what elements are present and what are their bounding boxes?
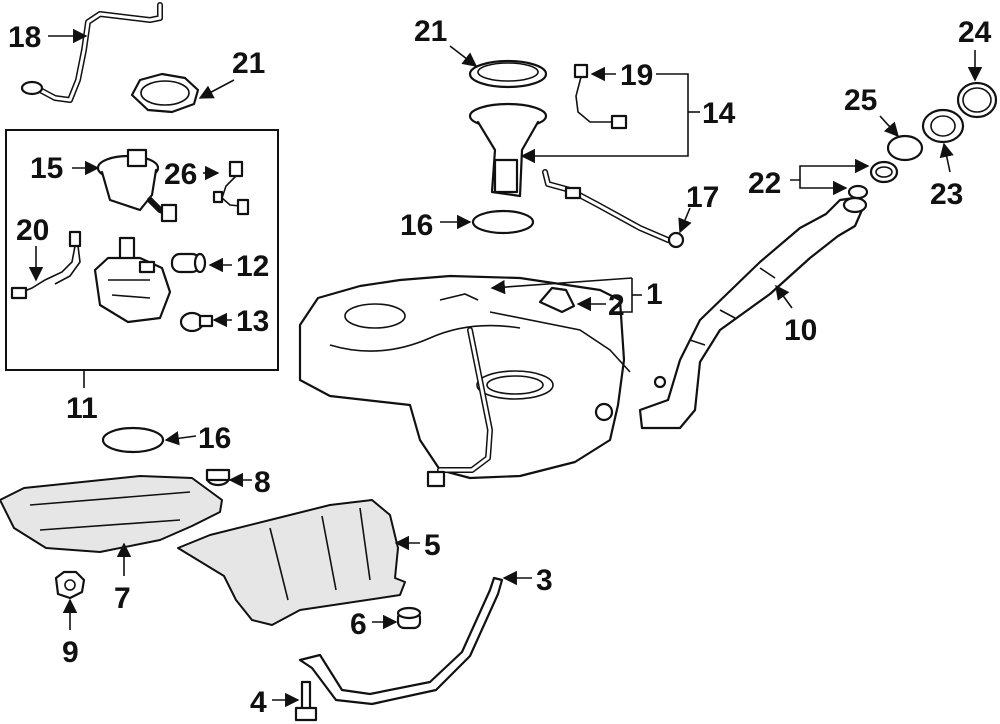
part-24-ring: [956, 81, 998, 119]
callout-16-top: 16: [400, 209, 433, 242]
callout-numbers: 18 21 15 26 20 12 13 11 21 19 14 16 17 2…: [8, 15, 992, 719]
part-5-heat-shield: [177, 499, 406, 626]
part-15-pump-module: [96, 148, 178, 223]
callout-6: 6: [350, 608, 367, 641]
part-20-wiring-harness: [10, 230, 82, 300]
leader-lines: [28, 28, 983, 708]
callout-12: 12: [236, 250, 269, 283]
callout-17: 17: [686, 181, 719, 214]
callout-5: 5: [424, 529, 441, 562]
callout-14: 14: [702, 97, 736, 130]
callout-21-left: 21: [232, 47, 265, 80]
callout-16-bottom: 16: [198, 422, 231, 455]
callout-10: 10: [784, 314, 817, 347]
callout-18: 18: [8, 21, 41, 54]
part-10-filler-pipe: [638, 196, 868, 430]
part-16-gasket-bottom: [101, 426, 165, 454]
part-21-lock-ring-left: [130, 72, 200, 114]
part-13-strainer: [179, 311, 214, 333]
part-pump-body: [93, 236, 172, 324]
callout-26: 26: [164, 158, 197, 191]
part-23-filler-housing: [921, 108, 965, 144]
callout-9: 9: [62, 636, 79, 669]
callout-11: 11: [66, 392, 98, 425]
callout-23: 23: [930, 178, 963, 211]
callout-24: 24: [958, 16, 992, 49]
part-22-cap-and-seal: [847, 160, 899, 200]
callout-21-top: 21: [414, 15, 447, 48]
kit-box-11: [5, 129, 279, 371]
part-6-bushing: [396, 606, 422, 630]
part-14-pump-assembly: [468, 102, 548, 198]
callout-3: 3: [536, 564, 553, 597]
part-2-bracket: [538, 286, 576, 314]
callout-22: 22: [748, 167, 781, 200]
part-9-nut: [54, 570, 86, 600]
callout-13: 13: [236, 305, 269, 338]
part-1-fuel-tank: [298, 274, 631, 488]
part-19-sender-harness: [573, 63, 628, 130]
part-4-bolt: [294, 680, 318, 722]
callout-15: 15: [30, 152, 63, 185]
part-25-gasket: [886, 134, 924, 162]
callout-4: 4: [250, 686, 267, 719]
callout-7: 7: [114, 582, 131, 615]
part-16-gasket-top: [471, 209, 535, 235]
callout-1: 1: [646, 278, 663, 311]
part-8-bushing: [205, 468, 231, 487]
part-3-tank-strap: [298, 576, 504, 706]
callout-20: 20: [16, 214, 49, 247]
callout-19: 19: [620, 59, 653, 92]
part-7-skid-plate: [0, 475, 223, 553]
part-17-vent-hose: [542, 169, 685, 249]
callout-25: 25: [844, 84, 877, 117]
callout-8: 8: [254, 466, 271, 499]
part-21-lock-ring-top: [468, 59, 548, 89]
part-26-harness: [212, 160, 250, 216]
part-12-fuel-filter: [170, 252, 207, 274]
callout-2: 2: [608, 289, 625, 322]
